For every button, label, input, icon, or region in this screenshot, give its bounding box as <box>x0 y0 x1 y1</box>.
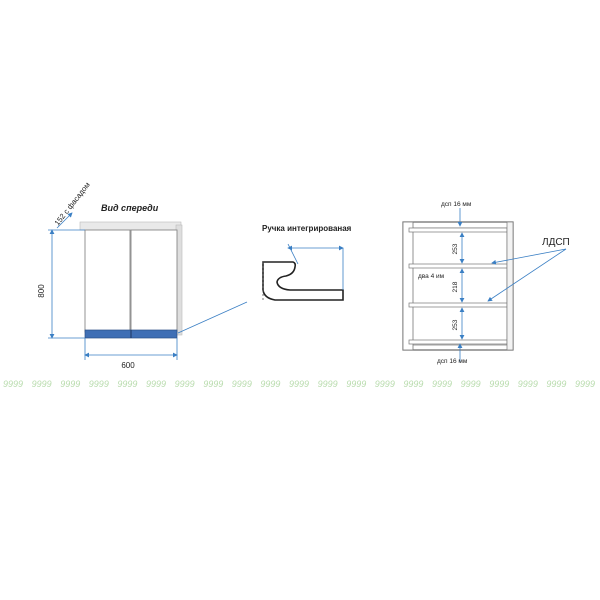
section-shelf-1 <box>408 263 508 269</box>
section-left-panel <box>402 221 414 351</box>
watermark-text: 9999 <box>117 379 137 389</box>
section-bottom-panel <box>408 339 508 345</box>
section-top-panel <box>408 227 508 233</box>
handle-pointer-line <box>177 301 248 334</box>
height-label: 800 <box>37 284 46 298</box>
watermark-text: 9999 <box>3 379 23 389</box>
handle-title: Ручка интегрированая <box>262 224 352 233</box>
cabinet-depth-top <box>79 221 182 231</box>
watermark-text: 9999 <box>575 379 595 389</box>
shelf-gap-middle-label: 218 <box>452 281 459 292</box>
watermark-text: 9999 <box>32 379 52 389</box>
section-view: 253 218 253 дсп 16 мм дсп 16 мм два 4 им… <box>402 201 570 365</box>
watermark-text: 9999 <box>461 379 481 389</box>
watermark-text: 9999 <box>232 379 252 389</box>
watermark-text: 9999 <box>203 379 223 389</box>
section-shelf-2 <box>408 302 508 308</box>
handle-profile <box>262 261 344 301</box>
shelf-spec-label: два 4 им <box>418 273 445 280</box>
watermark-text: 9999 <box>60 379 80 389</box>
width-label: 600 <box>121 361 135 370</box>
watermark-text: 9999 <box>318 379 338 389</box>
top-panel-label: дсп 16 мм <box>441 201 472 208</box>
cabinet-door-left <box>84 229 131 333</box>
handle-detail: Ручка интегрированая <box>262 224 352 301</box>
watermark-row: 9999 9999 9999 9999 9999 9999 9999 9999 9999 9999… <box>3 379 595 389</box>
watermark-text: 9999 <box>346 379 366 389</box>
watermark-text: 9999 <box>489 379 509 389</box>
watermark-text: 9999 <box>89 379 109 389</box>
watermark-text: 9999 <box>175 379 195 389</box>
watermark-text: 9999 <box>546 379 566 389</box>
watermark-text: 9999 <box>375 379 395 389</box>
shelf-gap-bottom-label: 253 <box>452 319 459 330</box>
watermark-text: 9999 <box>518 379 538 389</box>
watermark-text: 9999 <box>432 379 452 389</box>
shelf-gap-top-label: 253 <box>452 243 459 254</box>
depth-label: 152 с фасадом <box>52 180 91 227</box>
watermark-text: 9999 <box>260 379 280 389</box>
watermark-text: 9999 <box>403 379 423 389</box>
front-view: 800 600 152 с фасадом Вид спереди <box>37 180 248 370</box>
material-label: ЛДСП <box>542 237 570 248</box>
cabinet-door-right <box>130 229 178 333</box>
watermark-text: 9999 <box>146 379 166 389</box>
front-view-title: Вид спереди <box>101 203 159 213</box>
bottom-panel-label: дсп 16 мм <box>437 358 468 365</box>
watermark-text: 9999 <box>289 379 309 389</box>
